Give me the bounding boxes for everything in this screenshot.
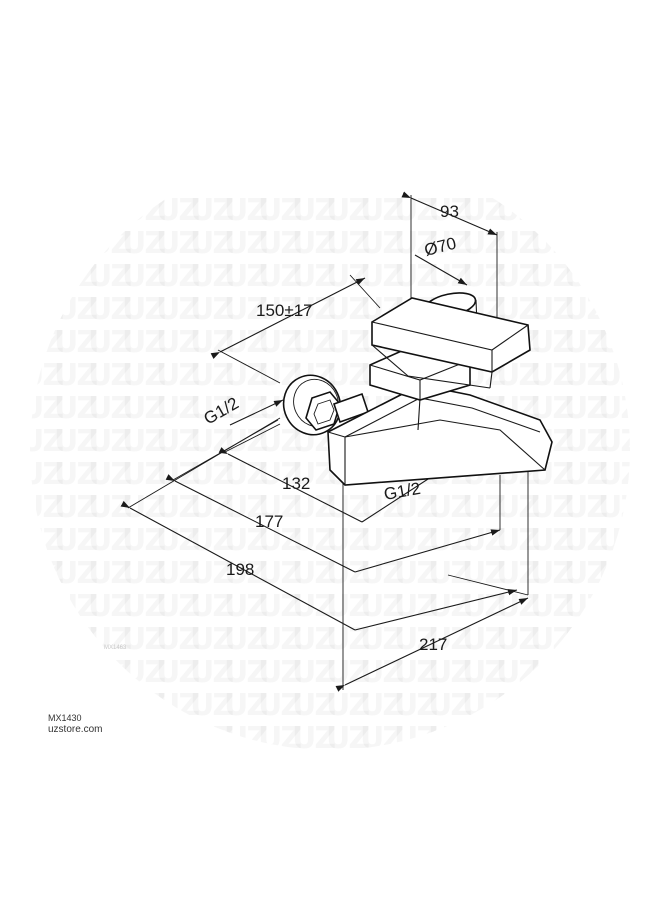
watermark-mark: UZ — [598, 292, 641, 327]
watermark-mark: UZ — [598, 556, 641, 591]
watermark-mark: UZ — [632, 457, 660, 492]
watermark-mark: UZ — [20, 655, 63, 690]
label-150: 150±17 — [256, 301, 313, 320]
dim-line-198 — [120, 500, 356, 631]
watermark-mark: UZ — [632, 721, 660, 756]
watermark-mark: UZ — [632, 655, 660, 690]
label-217: 217 — [419, 635, 447, 654]
label-177: 177 — [255, 512, 283, 531]
site-name: uzstore.com — [48, 724, 103, 735]
product-code: MX1430 — [48, 713, 82, 723]
watermark-mark: UZ — [20, 226, 63, 261]
watermark-mark: UZ — [530, 226, 573, 261]
watermark-mark: UZ — [598, 457, 641, 492]
watermark-mark: UZ — [598, 325, 641, 360]
watermark-mark: UZ — [564, 721, 607, 756]
watermark-mark: UZ — [632, 424, 660, 459]
watermark-mark: UZ — [54, 193, 97, 228]
watermark-mark: UZ — [20, 292, 63, 327]
label-93: 93 — [440, 202, 459, 221]
dim-line-177-b — [354, 529, 501, 573]
watermark-mark: UZ — [632, 490, 660, 525]
watermark-mark: UZ — [564, 589, 607, 624]
dim-line-150 — [210, 277, 366, 359]
dimension-lines — [120, 191, 529, 692]
watermark-mark: UZ — [88, 688, 131, 723]
watermark-mark: UZ — [632, 391, 660, 426]
extension-lines — [127, 195, 529, 690]
watermark-mark: UZ — [632, 589, 660, 624]
watermark-mark: UZ — [632, 556, 660, 591]
dim-line-217 — [335, 597, 529, 692]
dim-line-93 — [401, 191, 498, 236]
watermark-small-code: MX1463 — [104, 645, 127, 651]
watermark-mark: UZ — [496, 193, 539, 228]
label-132: 132 — [282, 474, 310, 493]
watermark-mark: UZ — [598, 655, 641, 690]
watermark-mark: UZ — [632, 193, 660, 228]
watermark-mark: UZ — [632, 523, 660, 558]
watermark-mark: UZ — [598, 523, 641, 558]
watermark-mark: UZ — [496, 721, 539, 756]
watermark-mark: UZ — [496, 688, 539, 723]
watermark-mark: UZ — [632, 688, 660, 723]
dim-line-d70 — [414, 254, 468, 286]
watermark-mark: UZ — [122, 721, 165, 756]
watermark-mark: UZ — [530, 688, 573, 723]
watermark-mark: UZ — [564, 193, 607, 228]
watermark-mark: UZ — [598, 688, 641, 723]
dim-line-177 — [165, 474, 356, 573]
watermark-mark: UZ — [20, 589, 63, 624]
watermark-mark: UZ — [564, 226, 607, 261]
hex-nut — [305, 391, 341, 431]
watermark-mark: UZ — [632, 226, 660, 261]
watermark-mark: UZ — [632, 259, 660, 294]
watermark-mark: UZ — [632, 292, 660, 327]
watermark-mark: UZ — [156, 721, 199, 756]
watermark-mark: UZ — [632, 622, 660, 657]
faucet-body — [282, 292, 553, 486]
watermark-mark: UZ — [20, 259, 63, 294]
watermark-mark: UZ — [598, 721, 641, 756]
watermark-mark: UZ — [598, 259, 641, 294]
watermark-mark: UZ — [598, 226, 641, 261]
leader-g12-left — [229, 399, 284, 426]
watermark-mark: UZ — [530, 721, 573, 756]
watermark-mark: UZ — [564, 259, 607, 294]
dim-line-132 — [218, 447, 363, 523]
watermark-mark: UZ — [88, 193, 131, 228]
watermark-mark: UZ — [530, 193, 573, 228]
watermark-mark: UZ — [530, 655, 573, 690]
watermark-mark: UZ — [598, 490, 641, 525]
watermark-mark: UZ — [462, 721, 505, 756]
watermark-mark: UZ — [54, 226, 97, 261]
watermark-mark: UZ — [564, 688, 607, 723]
watermark-mark: UZ — [598, 424, 641, 459]
watermark-mark: UZ — [598, 391, 641, 426]
watermark-mark: UZ — [598, 622, 641, 657]
watermark-mark: UZ — [20, 193, 63, 228]
watermark-mark: UZ — [564, 655, 607, 690]
watermark-mark: UZ — [54, 655, 97, 690]
watermark-mark: UZ — [428, 721, 471, 756]
watermark-mark: UZ — [598, 589, 641, 624]
watermark-mark: UZ — [632, 358, 660, 393]
watermark-mark: UZ — [598, 358, 641, 393]
watermark-mark: UZ — [564, 622, 607, 657]
label-198: 198 — [226, 560, 254, 579]
watermark-mark: UZ — [598, 193, 641, 228]
watermark-mark: UZ — [20, 622, 63, 657]
watermark-mark: UZ — [632, 325, 660, 360]
